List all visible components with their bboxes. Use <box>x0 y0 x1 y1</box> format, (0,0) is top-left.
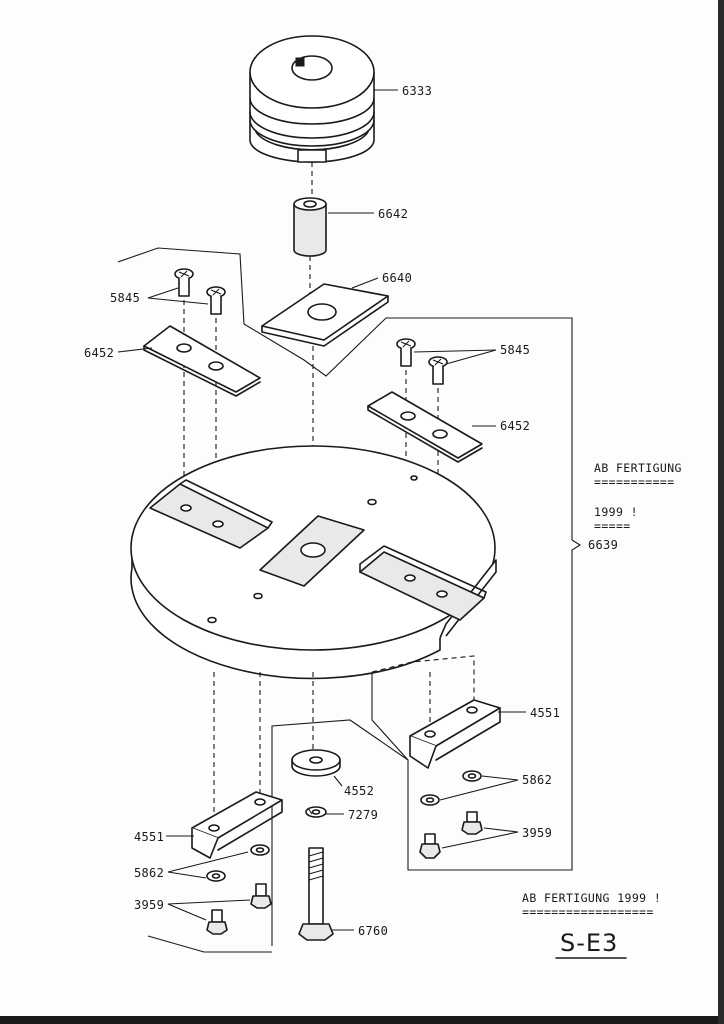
washer-5862-right-b[interactable] <box>420 794 440 806</box>
screw-5845-left-a[interactable] <box>174 268 194 297</box>
leader-lines <box>117 89 526 931</box>
screw-5845-right-b[interactable] <box>428 356 448 385</box>
lower-left-bracket <box>147 935 272 953</box>
washer-5862-left-b[interactable] <box>206 870 226 882</box>
lock-washer-7279[interactable] <box>305 806 327 818</box>
angle-bracket-4551-left[interactable] <box>191 791 283 859</box>
strip-6452-right[interactable] <box>367 391 483 463</box>
sheet-id: S-E3 <box>560 929 618 957</box>
bolt-6760[interactable] <box>298 847 334 941</box>
note-fertigung-line2: 1999 ! <box>594 505 638 519</box>
note-bottom: AB FERTIGUNG 1999 ! <box>522 891 661 905</box>
pulley-6333[interactable] <box>249 35 375 163</box>
label-6639: 6639 <box>588 538 618 552</box>
bolt-3959-left-a[interactable] <box>250 883 272 909</box>
label-6452-left: 6452 <box>84 346 114 360</box>
label-6333: 6333 <box>402 84 432 98</box>
angle-bracket-4551-right[interactable] <box>409 699 501 769</box>
bolt-3959-left-b[interactable] <box>206 909 228 935</box>
label-6760: 6760 <box>358 924 388 938</box>
hidden-outline <box>371 655 475 704</box>
scan-border-bottom <box>0 1016 724 1024</box>
spacer-6642[interactable] <box>293 197 327 257</box>
label-4552: 4552 <box>344 784 374 798</box>
assembly-bracket-line <box>117 247 573 540</box>
label-7279: 7279 <box>348 808 378 822</box>
base-disk-6639[interactable] <box>130 445 497 680</box>
strip-6452-left[interactable] <box>143 325 261 397</box>
label-5845-right: 5845 <box>500 343 530 357</box>
bolt-3959-right-b[interactable] <box>419 833 441 859</box>
washer-5862-left-a[interactable] <box>250 844 270 856</box>
note-fertigung-underline2: ===== <box>594 519 631 533</box>
bolt-3959-right-a[interactable] <box>461 811 483 835</box>
note-fertigung-underline1: =========== <box>594 475 675 489</box>
label-6642: 6642 <box>378 207 408 221</box>
label-5862-left: 5862 <box>134 866 164 880</box>
washer-4552[interactable] <box>291 749 341 777</box>
screw-5845-right-a[interactable] <box>396 338 416 367</box>
plate-6640[interactable] <box>261 283 389 347</box>
label-5862-right: 5862 <box>522 773 552 787</box>
label-6452-right: 6452 <box>500 419 530 433</box>
label-4551-left: 4551 <box>134 830 164 844</box>
washer-5862-right-a[interactable] <box>462 770 482 782</box>
label-6640: 6640 <box>382 271 412 285</box>
scan-border-right <box>718 0 724 1024</box>
note-bottom-underline: ================== <box>522 905 654 919</box>
screw-5845-left-b[interactable] <box>206 286 226 315</box>
label-3959-right: 3959 <box>522 826 552 840</box>
assembly-bracket-line-lower <box>371 539 582 871</box>
note-fertigung-line1: AB FERTIGUNG <box>594 461 682 475</box>
label-5845-left: 5845 <box>110 291 140 305</box>
center-stack-bracket <box>271 719 409 946</box>
label-4551-right: 4551 <box>530 706 560 720</box>
label-3959-left: 3959 <box>134 898 164 912</box>
